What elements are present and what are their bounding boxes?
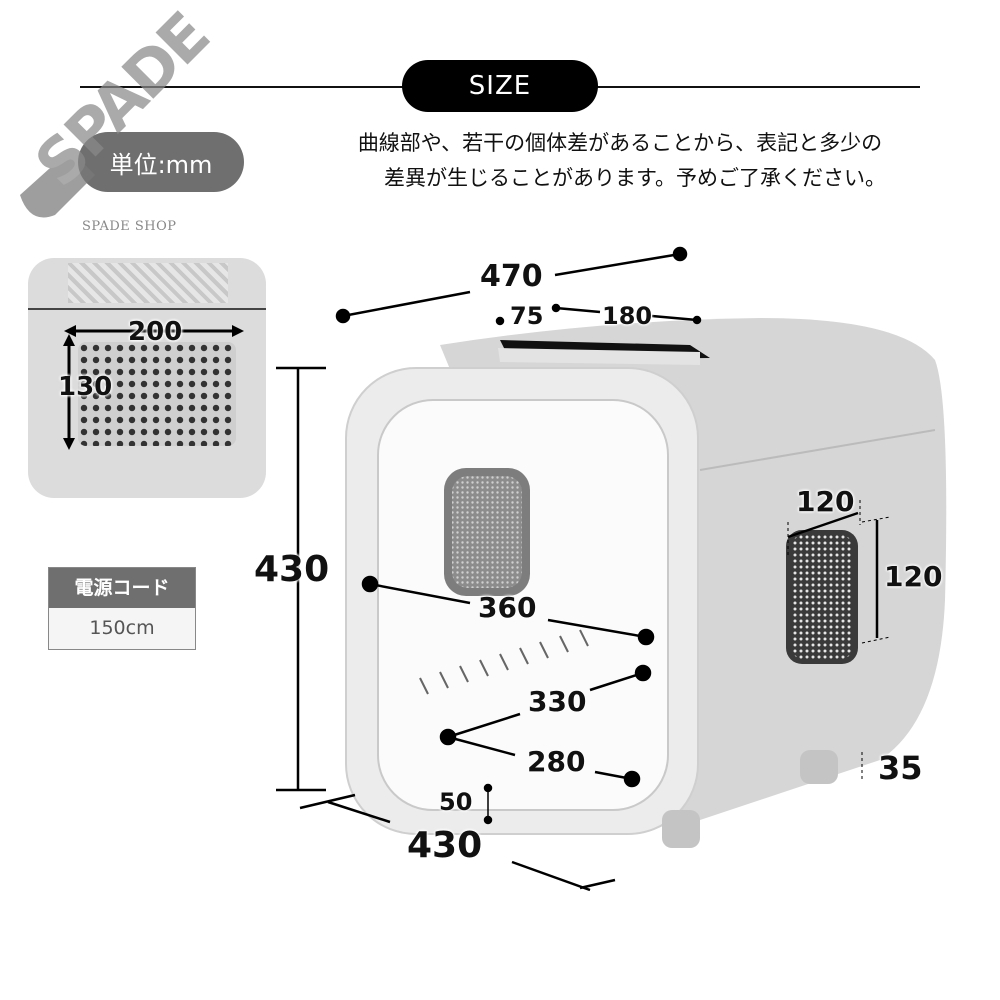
overall-width-label: 470 [480,259,543,294]
handle-length-label: 180 [602,302,653,330]
filter-width-label: 200 [128,317,183,347]
rear-filter-grille [78,342,236,446]
side-vent-height-label: 120 [884,560,943,593]
panel-seam [28,308,266,310]
power-cord-value: 150cm [49,608,195,649]
top-vent-band [68,263,228,303]
rear-filter-inset: 200 130 [28,258,266,498]
disclaimer-line-2: 差異が生じることがあります。予めご了承ください。 [384,166,886,190]
overall-height-label: 430 [254,549,330,590]
filter-height-label: 130 [58,372,113,402]
inset-dimension-arrows-icon [63,325,244,450]
shop-name: SPADE SHOP [82,219,177,234]
power-cord-label: 電源コード [49,568,195,608]
size-title: SIZE [402,60,598,112]
handle-offset-label: 75 [510,302,544,330]
disclaimer-line-1: 曲線部や、若干の個体差があることから、表記と多少の [357,131,883,155]
size-disclaimer: 曲線部や、若干の個体差があることから、表記と多少の 差異が生じることがあります。… [300,126,940,196]
power-cord-box: 電源コード 150cm [48,567,196,650]
foot-height-label: 35 [878,749,923,787]
side-vent-width-label: 120 [796,485,855,518]
interior-depth-label: 330 [528,685,587,718]
interior-width-bottom-label: 280 [527,745,586,778]
overall-depth-label: 430 [407,825,483,866]
door-sill-height-label: 50 [439,788,473,816]
interior-width-top-label: 360 [478,591,537,624]
unit-label: 単位:mm [78,132,244,192]
